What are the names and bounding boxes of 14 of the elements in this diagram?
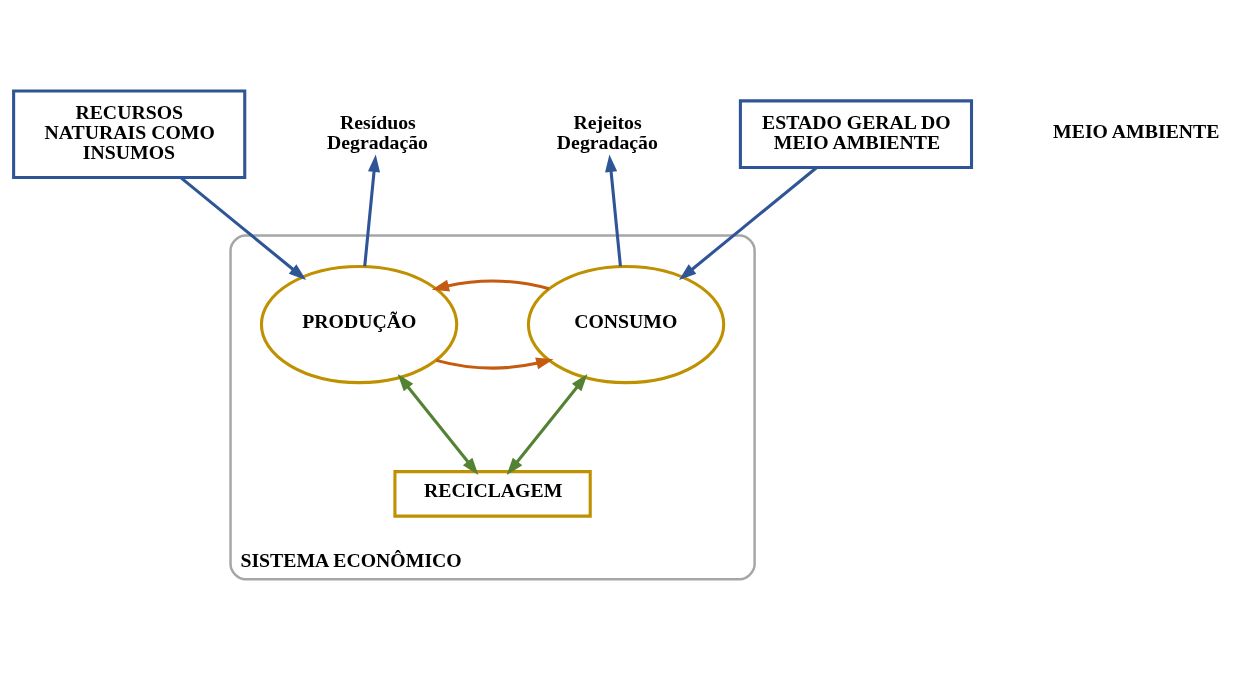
label: MEIO AMBIENTE: [1053, 119, 1220, 142]
node-box: RECICLAGEM: [393, 470, 592, 518]
node-text: Rejeitos Degradação: [556, 111, 658, 153]
arrow: [431, 279, 550, 292]
node-box: RECURSOS NATURAIS COMO INSUMOS: [12, 89, 247, 179]
arrow: [397, 374, 479, 475]
node-text: Resíduos Degradação: [326, 111, 428, 153]
arrow: [605, 154, 622, 267]
arrow: [179, 176, 307, 280]
arrow: [679, 166, 818, 280]
arrow: [506, 374, 588, 475]
arrow: [435, 357, 554, 370]
arrow: [363, 154, 381, 267]
node-box: ESTADO GERAL DO MEIO AMBIENTE: [738, 99, 974, 170]
